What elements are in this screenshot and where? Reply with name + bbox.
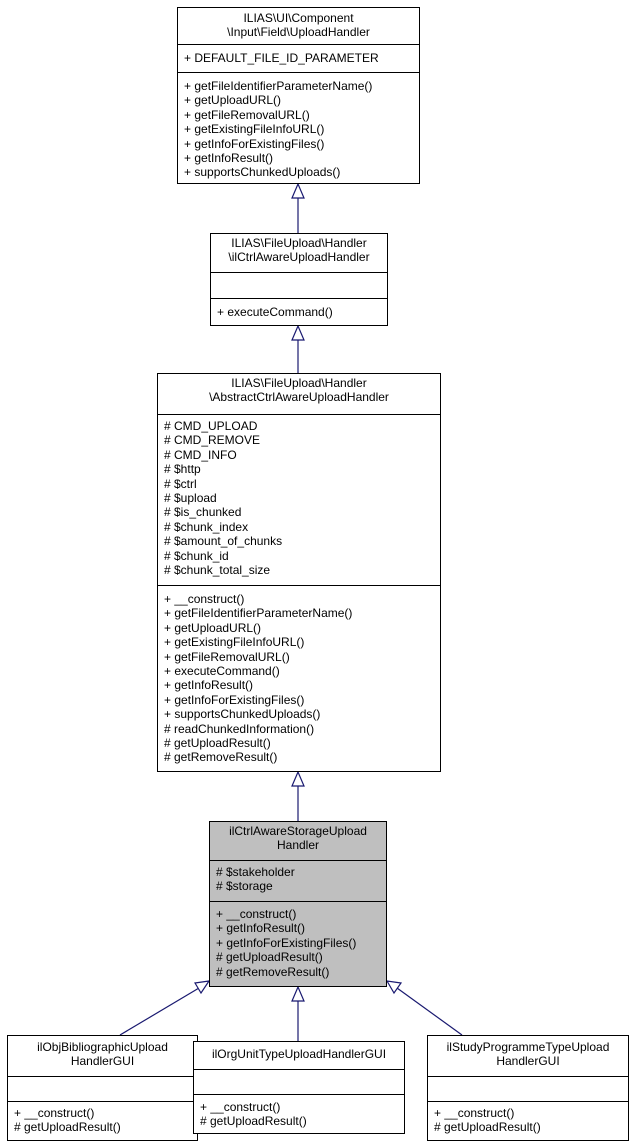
method: + getInfoForExistingFiles(): [184, 136, 325, 151]
attribute: # $amount_of_chunks: [164, 534, 283, 549]
edge-ilctrlaware-to-uploadhandler: [291, 182, 305, 233]
class-methods: + __construct()+ getInfoResult()+ getInf…: [210, 901, 386, 986]
attribute: # CMD_UPLOAD: [164, 419, 258, 433]
attribute: # $storage: [216, 879, 273, 894]
attribute: # $chunk_id: [164, 548, 229, 563]
class-methods: + __construct()# getUploadResult(): [8, 1101, 197, 1140]
method: + getFileIdentifierParameterName(): [184, 79, 373, 93]
attribute: + DEFAULT_FILE_ID_PARAMETER: [184, 51, 379, 65]
method: # readChunkedInformation(): [164, 721, 315, 736]
attribute: # $upload: [164, 491, 217, 506]
class-attributes: [428, 1076, 628, 1101]
class-attributes: [211, 272, 387, 298]
method: + __construct(): [216, 907, 297, 921]
method: + getFileRemovalURL(): [164, 649, 290, 664]
method: # getRemoveResult(): [216, 964, 330, 979]
class-methods: + __construct()# getUploadResult(): [428, 1101, 628, 1140]
class-name-line: ilObjBibliographicUpload: [37, 1040, 168, 1054]
method: + executeCommand(): [164, 664, 280, 679]
method: + supportsChunkedUploads(): [184, 165, 341, 180]
class-box[interactable]: ILIAS\FileUpload\Handler\ilCtrlAwareUplo…: [210, 233, 388, 326]
class-name-line: \Input\Field\UploadHandler: [227, 25, 370, 40]
inheritance-arrow-icon: [194, 980, 211, 995]
class-name-line: \AbstractCtrlAwareUploadHandler: [209, 390, 389, 405]
edge-orgunit-to-storage: [291, 985, 305, 1041]
class-box[interactable]: ILIAS\UI\Component\Input\Field\UploadHan…: [177, 7, 420, 184]
class-name: ilOrgUnitTypeUploadHandlerGUI: [194, 1042, 404, 1069]
method: + getFileIdentifierParameterName(): [164, 606, 353, 621]
method: + executeCommand(): [217, 305, 333, 319]
class-attributes: [8, 1076, 197, 1101]
attribute: # $http: [164, 462, 201, 477]
attribute: # $ctrl: [164, 476, 197, 491]
class-attributes: # CMD_UPLOAD# CMD_REMOVE# CMD_INFO# $htt…: [158, 414, 440, 585]
method: + getUploadURL(): [164, 620, 262, 635]
inheritance-arrow-icon: [291, 182, 305, 199]
edge-bibliographic-to-storage: [119, 980, 211, 1036]
class-name: ILIAS\UI\Component\Input\Field\UploadHan…: [178, 8, 419, 44]
class-methods: + __construct()# getUploadResult(): [194, 1094, 404, 1133]
method: + __construct(): [14, 1106, 95, 1120]
method: + getFileRemovalURL(): [184, 107, 310, 122]
class-name-line: HandlerGUI: [496, 1054, 560, 1069]
method: + getExistingFileInfoURL(): [164, 635, 305, 650]
inheritance-arrow-icon: [291, 770, 305, 787]
class-name-line: ilOrgUnitTypeUploadHandlerGUI: [211, 1047, 387, 1061]
attribute: # $chunk_total_size: [164, 563, 271, 578]
class-name-line: \ilCtrlAwareUploadHandler: [228, 250, 370, 265]
method: # getUploadResult(): [200, 1114, 307, 1129]
method: # getUploadResult(): [164, 736, 271, 751]
attribute: # $stakeholder: [216, 865, 295, 879]
class-name-line: Handler: [276, 838, 320, 853]
class-box[interactable]: ilOrgUnitTypeUploadHandlerGUI + __constru…: [193, 1041, 405, 1134]
inheritance-arrow-icon: [291, 985, 305, 1002]
attribute: # CMD_REMOVE: [164, 433, 261, 448]
class-box[interactable]: ILIAS\FileUpload\Handler\AbstractCtrlAwa…: [157, 373, 441, 772]
method: + getInfoResult(): [216, 921, 306, 936]
class-name: ILIAS\FileUpload\Handler\ilCtrlAwareUplo…: [211, 234, 387, 272]
edge-storage-to-abstract: [291, 770, 305, 821]
class-name-line: ILIAS\FileUpload\Handler: [231, 376, 367, 390]
edge-abstract-to-ilctrlaware: [291, 324, 305, 373]
attribute: # $chunk_index: [164, 519, 249, 534]
attribute: # CMD_INFO: [164, 447, 237, 462]
class-attributes: + DEFAULT_FILE_ID_PARAMETER: [178, 44, 419, 72]
method: + __construct(): [164, 592, 245, 606]
method: # getUploadResult(): [434, 1120, 541, 1135]
class-name-line: ILIAS\UI\Component: [243, 11, 354, 25]
class-name-line: ilStudyProgrammeTypeUpload: [446, 1040, 610, 1054]
inheritance-arrow-icon: [291, 324, 305, 341]
method: # getUploadResult(): [14, 1120, 121, 1135]
class-name-line: ilCtrlAwareStorageUpload: [229, 824, 367, 838]
class-name-line: ILIAS\FileUpload\Handler: [231, 236, 367, 250]
edge-studyprogramme-to-storage: [385, 980, 463, 1036]
class-methods: + executeCommand(): [211, 298, 387, 325]
class-methods: + __construct()+ getFileIdentifierParame…: [158, 585, 440, 771]
method: + getInfoForExistingFiles(): [216, 935, 357, 950]
class-name-line: HandlerGUI: [70, 1054, 135, 1069]
method: + getInfoResult(): [164, 678, 254, 693]
attribute: # $is_chunked: [164, 505, 242, 520]
method: # getRemoveResult(): [164, 750, 278, 765]
class-attributes: [194, 1069, 404, 1094]
method: + supportsChunkedUploads(): [164, 707, 321, 722]
method: # getUploadResult(): [216, 950, 323, 965]
method: + __construct(): [434, 1106, 515, 1120]
inheritance-arrow-icon: [385, 980, 403, 995]
class-attributes: # $stakeholder# $storage: [210, 860, 386, 901]
method: + getInfoForExistingFiles(): [164, 692, 305, 707]
class-methods: + getFileIdentifierParameterName()+ getU…: [178, 72, 419, 183]
class-name: ILIAS\FileUpload\Handler\AbstractCtrlAwa…: [158, 374, 440, 414]
method: + getUploadURL(): [184, 93, 282, 108]
method: + getExistingFileInfoURL(): [184, 122, 325, 137]
method: + __construct(): [200, 1100, 281, 1114]
method: + getInfoResult(): [184, 151, 274, 166]
